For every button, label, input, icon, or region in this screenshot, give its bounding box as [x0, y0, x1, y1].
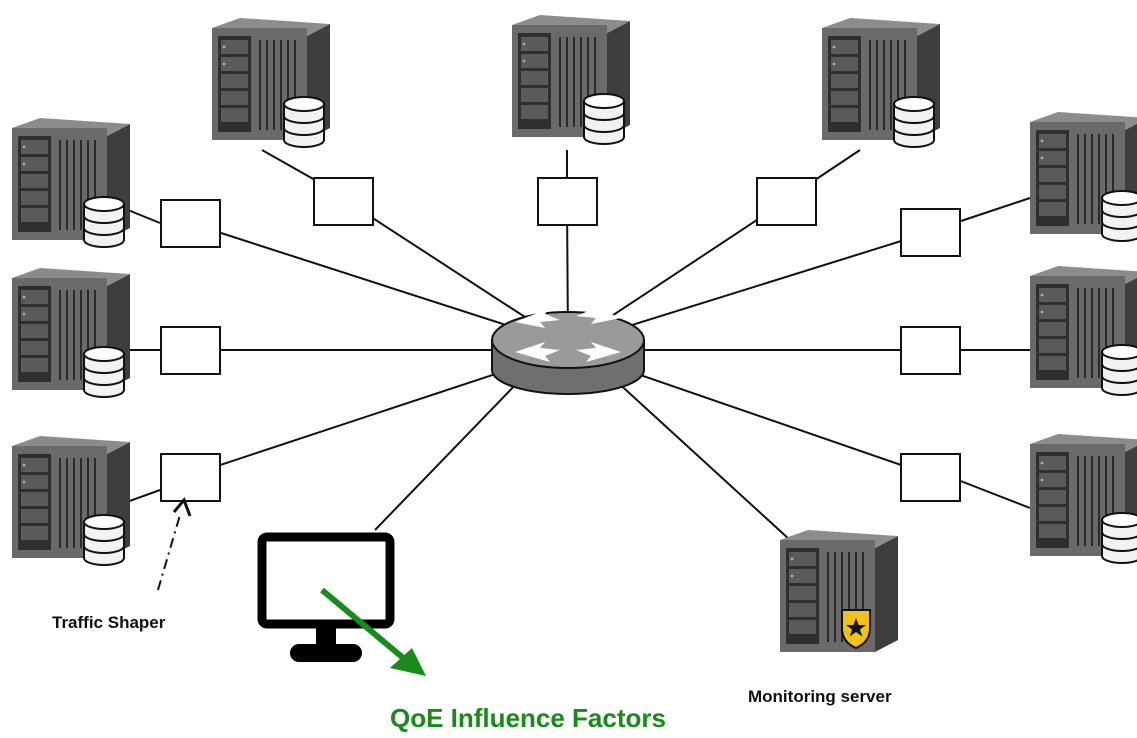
traffic-shaper-box — [900, 208, 961, 257]
server-database-icon — [1029, 111, 1137, 242]
server-database-icon — [821, 17, 941, 148]
traffic-shaper-pointer — [157, 497, 192, 591]
server-database-icon — [11, 267, 131, 398]
server-database-icon — [11, 435, 131, 566]
monitor-icon — [257, 532, 395, 662]
traffic-shaper-box — [160, 453, 221, 502]
traffic-shapers — [160, 177, 961, 502]
server-database-icon — [211, 17, 331, 148]
traffic-shaper-box — [537, 177, 598, 226]
router-icon — [491, 304, 645, 395]
traffic-shaper-box — [900, 453, 961, 502]
monitoring-server-icon — [779, 529, 899, 653]
traffic-shaper-box — [756, 177, 817, 226]
server-database-icon — [511, 14, 631, 145]
monitoring-server-label: Monitoring server — [748, 687, 892, 706]
traffic-shaper-label: Traffic Shaper — [52, 613, 166, 632]
server-database-icon — [11, 117, 131, 248]
traffic-shaper-box — [313, 177, 374, 226]
traffic-shaper-box — [160, 199, 221, 248]
server-database-icon — [1029, 265, 1137, 396]
traffic-shaper-box — [160, 326, 221, 375]
server-database-icon — [1029, 433, 1137, 564]
traffic-shaper-box — [900, 326, 961, 375]
qoe-arrow — [320, 587, 426, 676]
qoe-factors-label: QoE Influence Factors — [390, 703, 666, 733]
